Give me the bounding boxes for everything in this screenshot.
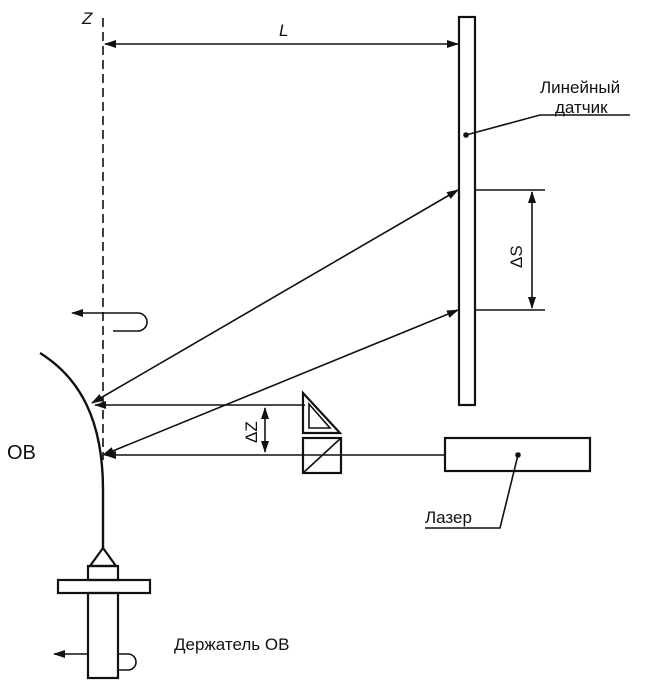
laser-leader-line (425, 454, 519, 529)
beam-splitter (301, 436, 343, 475)
holder-body (86, 591, 120, 680)
beam-splitter-diagonal (302, 437, 342, 474)
laser (443, 436, 592, 473)
reflected-ray-upper (91, 189, 459, 404)
sensor-label-line1: Линейный (540, 78, 620, 97)
holder-cone-base (86, 564, 120, 582)
distance-label: L (279, 21, 288, 40)
delta-s-label: ΔS (507, 245, 526, 268)
sensor-label-line2: датчик (555, 98, 608, 117)
sensor-leader-line (465, 114, 630, 136)
prism (301, 390, 343, 435)
holder-cone (87, 546, 119, 568)
holder-label: Держатель ОВ (174, 635, 289, 654)
holder-flange (56, 578, 152, 595)
rotation-arrow-lower (118, 653, 137, 671)
linear-sensor (457, 15, 477, 407)
reflected-ray-lower (102, 309, 459, 456)
rotation-arrow-upper (113, 312, 148, 332)
fiber-label: ОВ (7, 442, 36, 464)
laser-label: Лазер (425, 508, 472, 527)
prism-inner (308, 401, 332, 429)
optical-fiber (39, 351, 105, 548)
z-axis-label: Z (81, 9, 93, 28)
delta-z-label: ΔZ (242, 421, 261, 443)
